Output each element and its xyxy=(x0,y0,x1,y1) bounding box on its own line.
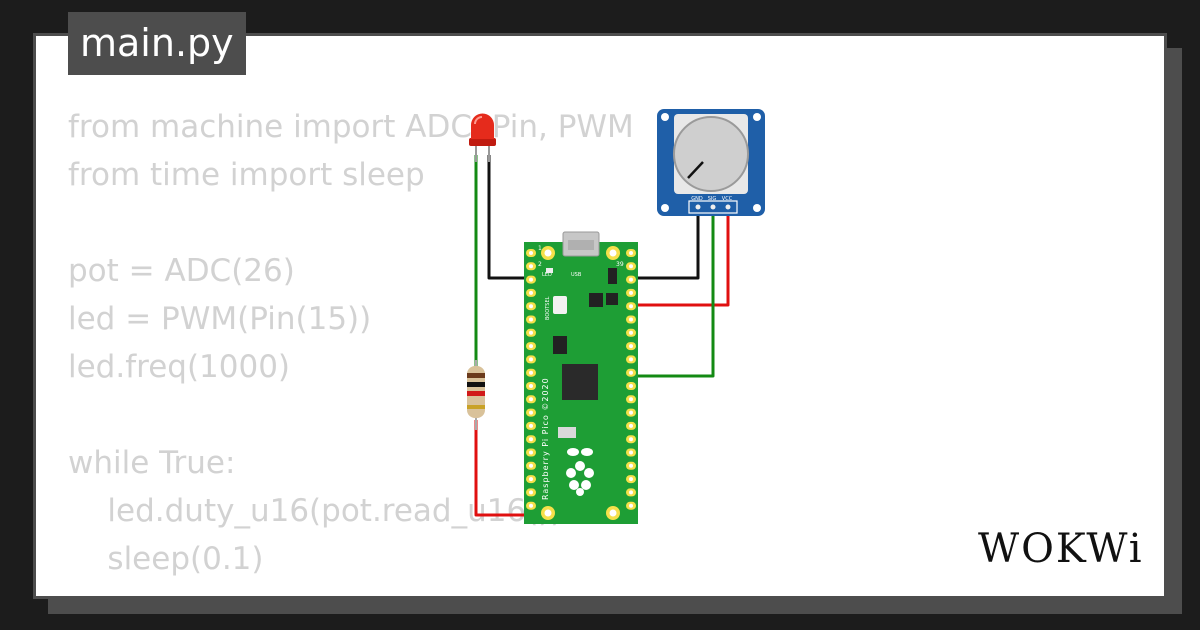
header-pin-hole xyxy=(529,330,533,335)
header-pin-hole xyxy=(629,410,633,415)
header-pin-hole xyxy=(629,397,633,402)
header-pin-hole xyxy=(629,357,633,362)
header-pin-hole xyxy=(629,317,633,322)
board-led-label: LED xyxy=(542,272,552,278)
wire-vcc-pot xyxy=(628,208,730,307)
code-line: from machine import ADC, Pin, PWM xyxy=(68,109,634,145)
pot-pin-sig-label: SIG xyxy=(708,196,717,202)
pin-rows xyxy=(526,249,636,510)
code-listing: from machine import ADC, Pin, PWM from t… xyxy=(68,103,634,583)
bootsel-label: BOOTSEL xyxy=(545,296,551,320)
code-line: while True: xyxy=(68,445,236,481)
header-pin-hole xyxy=(529,410,533,415)
header-pin-hole xyxy=(529,344,533,349)
code-line: led.duty_u16(pot.read_u16()) xyxy=(68,493,563,529)
header-pin-hole xyxy=(529,251,533,255)
header-pin-hole xyxy=(629,264,633,269)
header-pin-hole xyxy=(529,397,533,402)
wire-resistor-gp15 xyxy=(474,420,527,517)
pot-pin-gnd-label: GND xyxy=(691,196,703,202)
pot-knob-indicator xyxy=(687,161,704,179)
header-pin-hole xyxy=(529,437,533,442)
header-pin-hole xyxy=(529,264,533,269)
board-usb-label: USB xyxy=(571,272,582,278)
header-pin-hole xyxy=(529,477,533,482)
pot-pin-vcc-label: VCC xyxy=(722,196,733,202)
code-line: led = PWM(Pin(15)) xyxy=(68,301,372,337)
board-pin1-label: 1 xyxy=(538,245,542,252)
header-pin-hole xyxy=(629,503,633,508)
header-pin-hole xyxy=(629,384,633,388)
header-pin-hole xyxy=(629,370,633,375)
header-pin-hole xyxy=(629,290,633,295)
header-pin-hole xyxy=(629,251,633,255)
header-pin-hole xyxy=(529,423,533,428)
header-pin-hole xyxy=(529,463,533,468)
file-tab[interactable]: main.py xyxy=(68,12,246,75)
header-pin-hole xyxy=(629,423,633,428)
header-pin-hole xyxy=(529,317,533,322)
header-pin-hole xyxy=(529,384,533,388)
wire-sig-pot xyxy=(628,208,715,378)
header-pin-hole xyxy=(629,277,633,282)
code-line: pot = ADC(26) xyxy=(68,253,295,289)
red-led[interactable] xyxy=(469,113,496,163)
code-line: led.freq(1000) xyxy=(68,349,291,385)
resistor[interactable] xyxy=(467,360,485,430)
raspberry-pi-logo-icon xyxy=(566,448,594,496)
wire-gnd-led xyxy=(487,155,527,280)
header-pin-hole xyxy=(529,370,533,375)
header-pin-hole xyxy=(529,490,533,495)
header-pin-hole xyxy=(629,304,633,309)
board-pin39-label: 39 xyxy=(616,261,624,268)
header-pin-hole xyxy=(629,437,633,442)
wire-gnd-pot xyxy=(628,208,700,280)
code-line: sleep(0.1) xyxy=(68,541,264,577)
header-pin-hole xyxy=(529,503,533,508)
board-name-label: Raspberry Pi Pico ©2020 xyxy=(541,377,550,500)
header-pin-hole xyxy=(529,304,533,309)
code-line: from time import sleep xyxy=(68,157,425,193)
header-pin-hole xyxy=(529,277,533,282)
header-pin-hole xyxy=(629,344,633,349)
header-pin-hole xyxy=(629,463,633,468)
board-pin2-label: 2 xyxy=(538,261,542,268)
wokwi-logo: WOKWi xyxy=(978,526,1144,572)
header-pin-hole xyxy=(629,477,633,482)
pico-board[interactable]: 1 2 39 LED USB BOOTSEL Raspberry Pi Pico… xyxy=(524,231,638,524)
header-pin-hole xyxy=(629,450,633,455)
potentiometer[interactable]: GND SIG VCC xyxy=(657,109,765,216)
header-pin-hole xyxy=(629,330,633,335)
header-pin-hole xyxy=(529,357,533,362)
header-pin-hole xyxy=(629,490,633,495)
header-pin-hole xyxy=(529,290,533,295)
header-pin-hole xyxy=(529,450,533,455)
